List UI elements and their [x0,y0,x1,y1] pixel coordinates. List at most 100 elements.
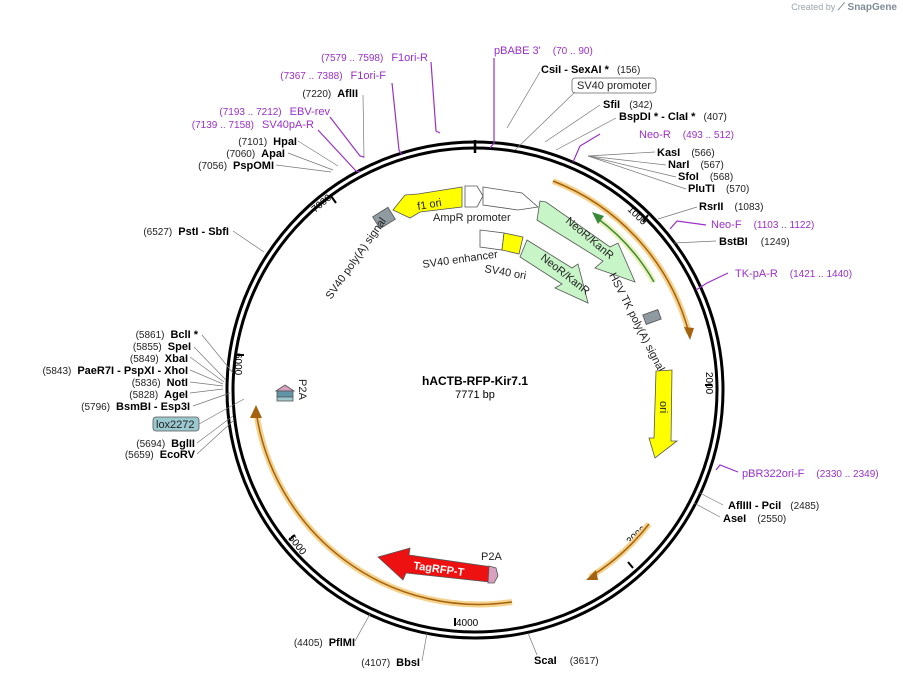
hsv-tk-polya-label: HSV TK poly(A) signal [606,271,666,374]
ori-label: ori [657,401,669,413]
tagrfp-feature [377,547,493,583]
enzyme-labels-right: CsiI - SexAI * (156) SfiI (342) BspDI * … [534,64,819,667]
tick-label-4000: 4000 [456,618,479,629]
enzyme-xbai: (5849)XbaI [130,353,188,365]
sv40-polya-label: SV40 poly(A) signal [324,216,389,302]
sv40-promoter-label: SV40 promoter [577,80,651,92]
enzyme-bcli: (5861)BclI * [136,329,199,341]
neor-inner-feature [519,239,589,304]
leader-csii [506,71,541,129]
sv40-promoter-box [571,77,657,94]
p2a-top-box [276,390,294,398]
primer-neo-r-mark [572,133,601,163]
neo-inner-arc-arrow [592,212,604,224]
enzyme-labels-left: (7220)AflII (7101)HpaI (7060)ApaI (7056)… [42,88,420,669]
snapgene-brand-text: SnapGene [847,2,897,13]
primer-pbr322ori-f: pBR322ori-F(2330 .. 2349) [742,468,879,480]
leader-bsmbi [192,392,231,407]
p2a-bottom-feature [487,565,499,584]
leader-nari [587,155,667,166]
primer-sv40pa-r-mark [317,129,361,173]
tick-5000 [288,534,296,541]
primer-tk-pa-r-mark [695,272,729,291]
enzyme-leaders-left [189,94,428,662]
hsv-tk-polya-box [642,309,662,325]
orf-arc-bottom-left-line [255,410,513,606]
neo-inner-arc-line [596,217,655,283]
p2a-top-label: P2A [296,379,308,400]
enzyme-pflmi: (4405)PflMI [294,637,355,649]
leader-pluti [587,155,687,190]
primer-f1ori-r: (7579 .. 7598)F1ori-R [321,52,428,64]
enzyme-scai: ScaI (3617) [534,655,599,667]
primer-sv40pa-r: (7139 .. 7158)SV40pA-R [192,119,314,131]
leader-spei [193,346,227,381]
leader-apai [287,152,334,171]
neor-outer-feature [536,200,636,283]
primer-pbr322ori-f-mark [715,464,739,473]
ampr-promoter-label: AmpR promoter [433,212,511,224]
sv40-polya-box [372,206,396,230]
primer-pbabe3-mark [489,58,495,149]
leader-kasi [587,151,656,157]
leader-noti [189,381,224,387]
tick-3000 [627,561,634,569]
primer-f1ori-f: (7367 .. 7388)F1ori-F [280,70,386,82]
enzyme-leaders-right [506,71,724,656]
leader-bcli [201,334,234,374]
leader-asei [693,502,721,518]
f1-ori-label: f1 ori [416,197,442,213]
plasmid-name: hACTB-RFP-Kir7.1 [422,374,528,388]
enzyme-apai: (7060)ApaI [226,148,285,160]
primer-pbabe3: pBABE 3'(70 .. 90) [494,45,593,57]
p2a-bottom-label: P2A [481,551,502,563]
primer-neo-f-mark [669,220,707,230]
primer-markers [317,58,739,473]
leader-bglii [196,415,234,444]
created-by-text: Created by [791,2,836,12]
p2a-top-feature [274,384,296,392]
enzyme-agei: (5828)AgeI [129,389,188,401]
enzyme-ecorv: (5659)EcoRV [125,449,196,461]
backbone [225,140,725,640]
leader-afliii [697,491,724,506]
leader-aflii [362,94,365,159]
enzyme-csii: CsiI - SexAI * (156) [541,64,640,76]
primer-labels: pBABE 3'(70 .. 90) Neo-R(493 .. 512) Neo… [192,45,879,480]
enzyme-afliii: AflIII - PciI (2485) [728,500,819,512]
primer-f1ori-f-mark [391,82,403,156]
enzyme-kasi: KasI (566) [657,147,715,159]
neo-inner-arc [592,212,657,284]
leader-hpai [297,140,339,167]
enzyme-sfoi: SfoI (568) [678,171,733,183]
leader-rsrii [657,206,698,220]
enzyme-pspomi: (7056)PspOMI [198,160,274,172]
leader-psti [232,230,265,253]
primer-ebv-rev-mark [329,116,365,158]
leader-pspomi [275,164,332,173]
primer-neo-f: Neo-F(1103 .. 1122) [711,219,814,231]
enzyme-bglii: (5694)BglII [136,438,195,450]
sv40-ori-label: SV40 ori [483,263,527,282]
primer-f1ori-r-mark [430,61,441,134]
lox2272-label: lox2272 [156,419,195,431]
ori-feature [648,369,679,459]
primer-neo-r: Neo-R(493 .. 512) [639,129,734,141]
enzyme-aflii: (7220)AflII [302,88,358,100]
orf-arc-neo-top-line [552,180,690,334]
sv40-promoter-leader [514,91,576,151]
enzyme-rsrii: RsrII (1083) [699,201,763,213]
enzyme-psti: (6527)PstI - SbfI [143,226,229,238]
snapgene-logo: ⟋ SnapGene [837,2,897,13]
enzyme-spei: (5855)SpeI [133,341,191,353]
plasmid-length: 7771 bp [455,389,495,401]
tick-1000 [642,214,649,223]
p2a-top-box-2 [276,396,294,402]
enzyme-nari: NarI (567) [668,159,724,171]
enzyme-bspdi: BspDI * - ClaI * (407) [619,111,727,123]
leader-scai [527,632,538,656]
orf-arc-ori-right [588,522,652,580]
enzyme-noti: (5836)NotI [132,377,188,389]
lox2272-leader [198,398,245,425]
